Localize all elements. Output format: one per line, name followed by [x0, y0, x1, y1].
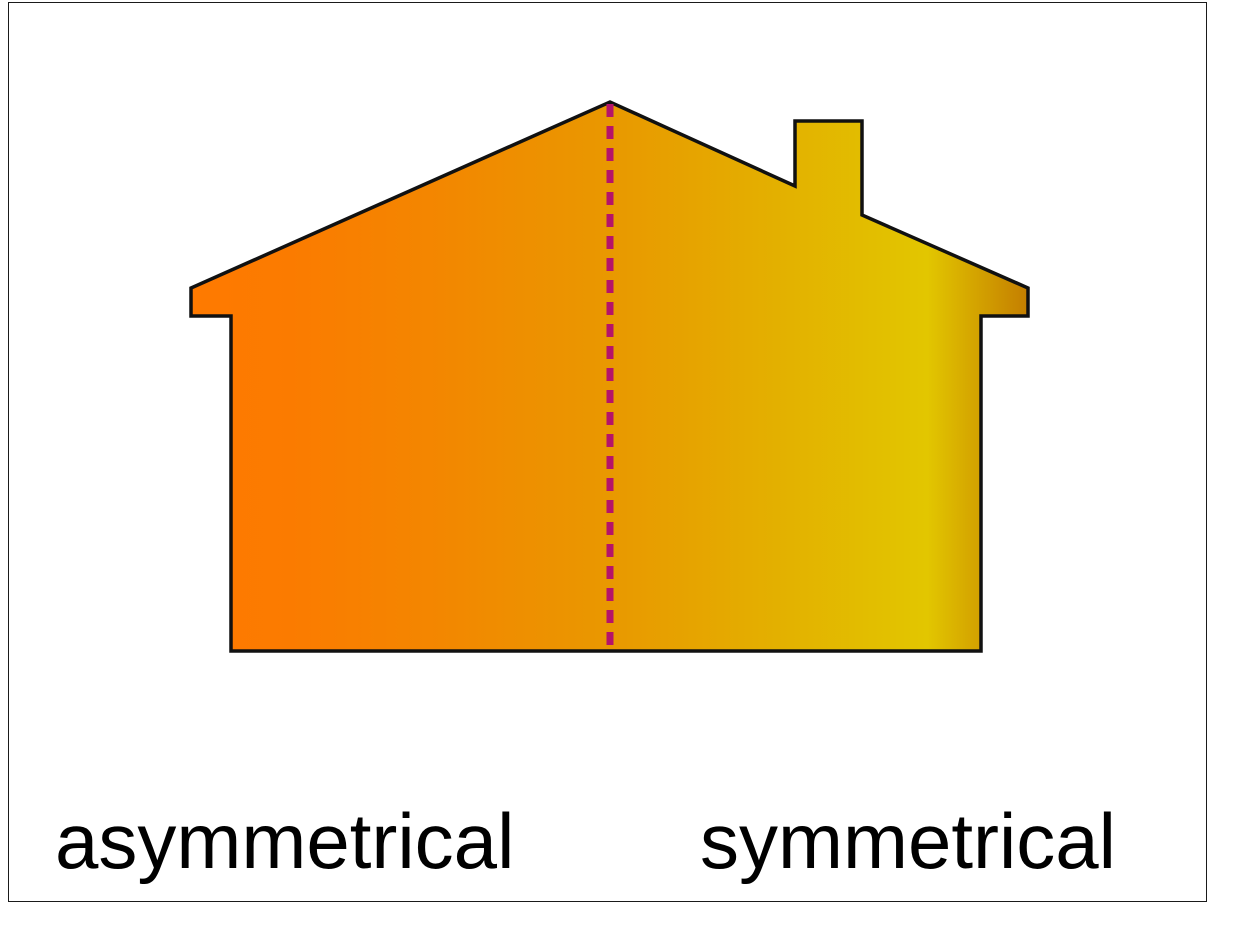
symmetrical-label: symmetrical — [700, 797, 1117, 885]
asymmetrical-label: asymmetrical — [55, 797, 515, 885]
